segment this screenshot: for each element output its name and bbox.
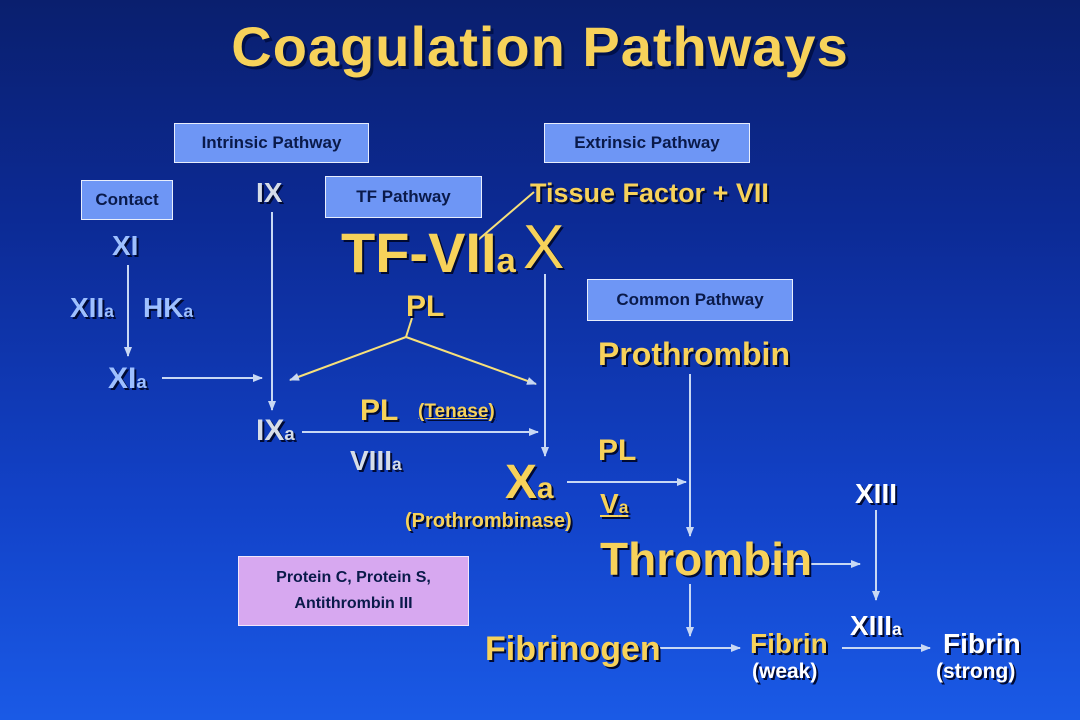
fibrin-weak-label: Fibrin (750, 628, 828, 659)
pl-prothrombinase-label: PL (598, 434, 637, 467)
tf-viia-sub: a (496, 242, 516, 280)
thrombin-label: Thrombin (600, 533, 813, 585)
factor-xa-main: X (505, 456, 538, 509)
factor-ixa: IXa (256, 414, 295, 448)
inhibitors-box: Protein C, Protein S, Antithrombin III (238, 556, 469, 626)
factor-xiia-main: XII (70, 292, 105, 323)
factor-viiia: VIIIa (350, 445, 402, 477)
factor-viiia-sub: a (392, 454, 402, 474)
strong-label: (strong) (936, 660, 1016, 683)
line-pl-to-x (405, 336, 537, 385)
factor-xiiia-sub: a (892, 619, 902, 639)
factor-xiia: XIIa (70, 292, 114, 324)
common-pathway-box: Common Pathway (587, 279, 793, 321)
inhibitors-line-1: Protein C, Protein S, (276, 569, 431, 586)
fibrin-strong-label: Fibrin (943, 628, 1021, 659)
tissue-factor-label: Tissue Factor + VII (530, 178, 769, 208)
factor-xi: XI (112, 230, 139, 261)
tf-viia-main: TF-VII (341, 221, 497, 284)
line-pl-to-ix (289, 336, 407, 381)
factor-xiia-sub: a (104, 301, 114, 321)
factor-xia-sub: a (136, 371, 147, 392)
page-title: Coagulation Pathways (231, 15, 849, 78)
factor-va-main: V (600, 488, 619, 519)
factor-x: X (523, 213, 565, 282)
tf-viia-complex: TF-VIIa (341, 220, 516, 285)
inhibitors-line-2: Antithrombin III (294, 595, 413, 612)
weak-label: (weak) (752, 660, 818, 683)
pl-top-label: PL (406, 290, 445, 323)
factor-xiii: XIII (855, 478, 898, 509)
factor-va-sub: a (618, 497, 629, 517)
factor-xa: Xa (505, 455, 554, 510)
pl-tenase-label: PL (360, 394, 399, 427)
line-pl-stem (405, 317, 413, 338)
factor-xa-sub: a (537, 472, 554, 505)
tf-pathway-box: TF Pathway (325, 176, 482, 218)
factor-xia: XIa (108, 362, 147, 396)
factor-hka-sub: a (183, 301, 194, 321)
contact-box: Contact (81, 180, 173, 220)
factor-ixa-sub: a (284, 423, 295, 444)
tenase-label: (Tenase) (418, 401, 495, 422)
intrinsic-pathway-box: Intrinsic Pathway (174, 123, 369, 163)
factor-xia-main: XI (108, 362, 137, 395)
factor-hka: HKa (143, 292, 193, 324)
factor-va: Va (600, 488, 628, 520)
factor-xiiia-main: XIII (850, 610, 893, 641)
prothrombin-label: Prothrombin (598, 336, 790, 372)
extrinsic-pathway-box: Extrinsic Pathway (544, 123, 750, 163)
factor-ixa-main: IX (256, 414, 285, 447)
factor-hka-main: HK (143, 292, 184, 323)
line-tissue-factor (477, 191, 535, 241)
fibrinogen-label: Fibrinogen (485, 630, 661, 668)
factor-ix: IX (256, 177, 283, 208)
factor-xiiia: XIIIa (850, 610, 902, 642)
prothrombinase-label: (Prothrombinase) (405, 510, 572, 532)
factor-viiia-main: VIII (350, 445, 393, 476)
